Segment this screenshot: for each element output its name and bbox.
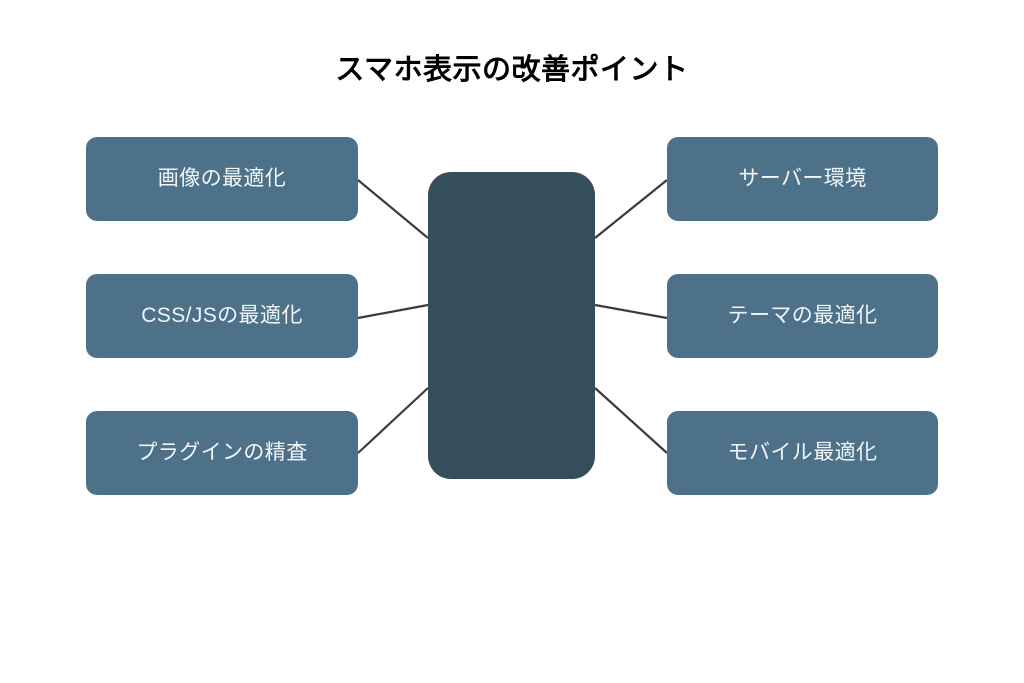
node-label: サーバー環境 [738, 167, 867, 190]
node-label: モバイル最適化 [727, 441, 878, 464]
connector-line [357, 179, 429, 239]
connector-line [594, 387, 668, 454]
node-label: CSS/JSの最適化 [141, 304, 303, 327]
connector-line [357, 303, 429, 320]
node-left-image-optimization[interactable]: 画像の最適化 [86, 137, 358, 221]
connector-line [594, 179, 668, 239]
node-label: テーマの最適化 [727, 304, 878, 327]
node-left-css-js-optimization[interactable]: CSS/JSの最適化 [86, 274, 358, 358]
node-right-mobile-optimization[interactable]: モバイル最適化 [667, 411, 938, 495]
page-title: スマホ表示の改善ポイント [335, 54, 689, 86]
connector-line [357, 387, 429, 454]
connector-line [594, 303, 668, 320]
node-center-hub[interactable] [428, 172, 595, 479]
node-left-plugin-review[interactable]: プラグインの精査 [86, 411, 358, 495]
node-label: プラグインの精査 [136, 441, 308, 464]
node-right-theme-optimization[interactable]: テーマの最適化 [667, 274, 938, 358]
node-label: 画像の最適化 [157, 167, 287, 190]
node-right-server-environment[interactable]: サーバー環境 [667, 137, 938, 221]
